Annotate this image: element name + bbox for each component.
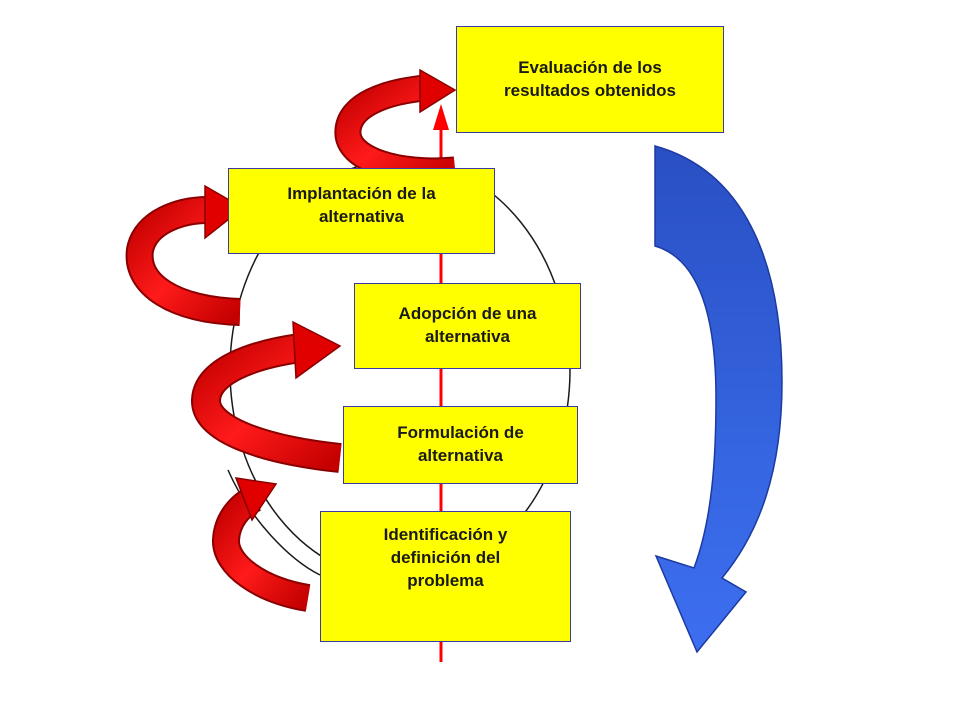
spiral-line-lower: [227, 469, 321, 576]
up-arrow-icon: [433, 104, 449, 130]
formulation-box: Formulación de alternativa: [343, 406, 578, 484]
implementation-box: Implantación de la alternativa: [228, 168, 495, 254]
identification-box: Identificación y definición del problema: [320, 511, 571, 642]
curl-arrow-icon: [191, 320, 342, 473]
adoption-box: Adopción de una alternativa: [354, 283, 581, 369]
evaluation-box: Evaluación de los resultados obtenidos: [456, 26, 724, 133]
curved-down-arrow-icon: [654, 145, 783, 654]
curl-arrow-icon: [212, 477, 311, 612]
curl-arrow-icon: [125, 184, 245, 326]
